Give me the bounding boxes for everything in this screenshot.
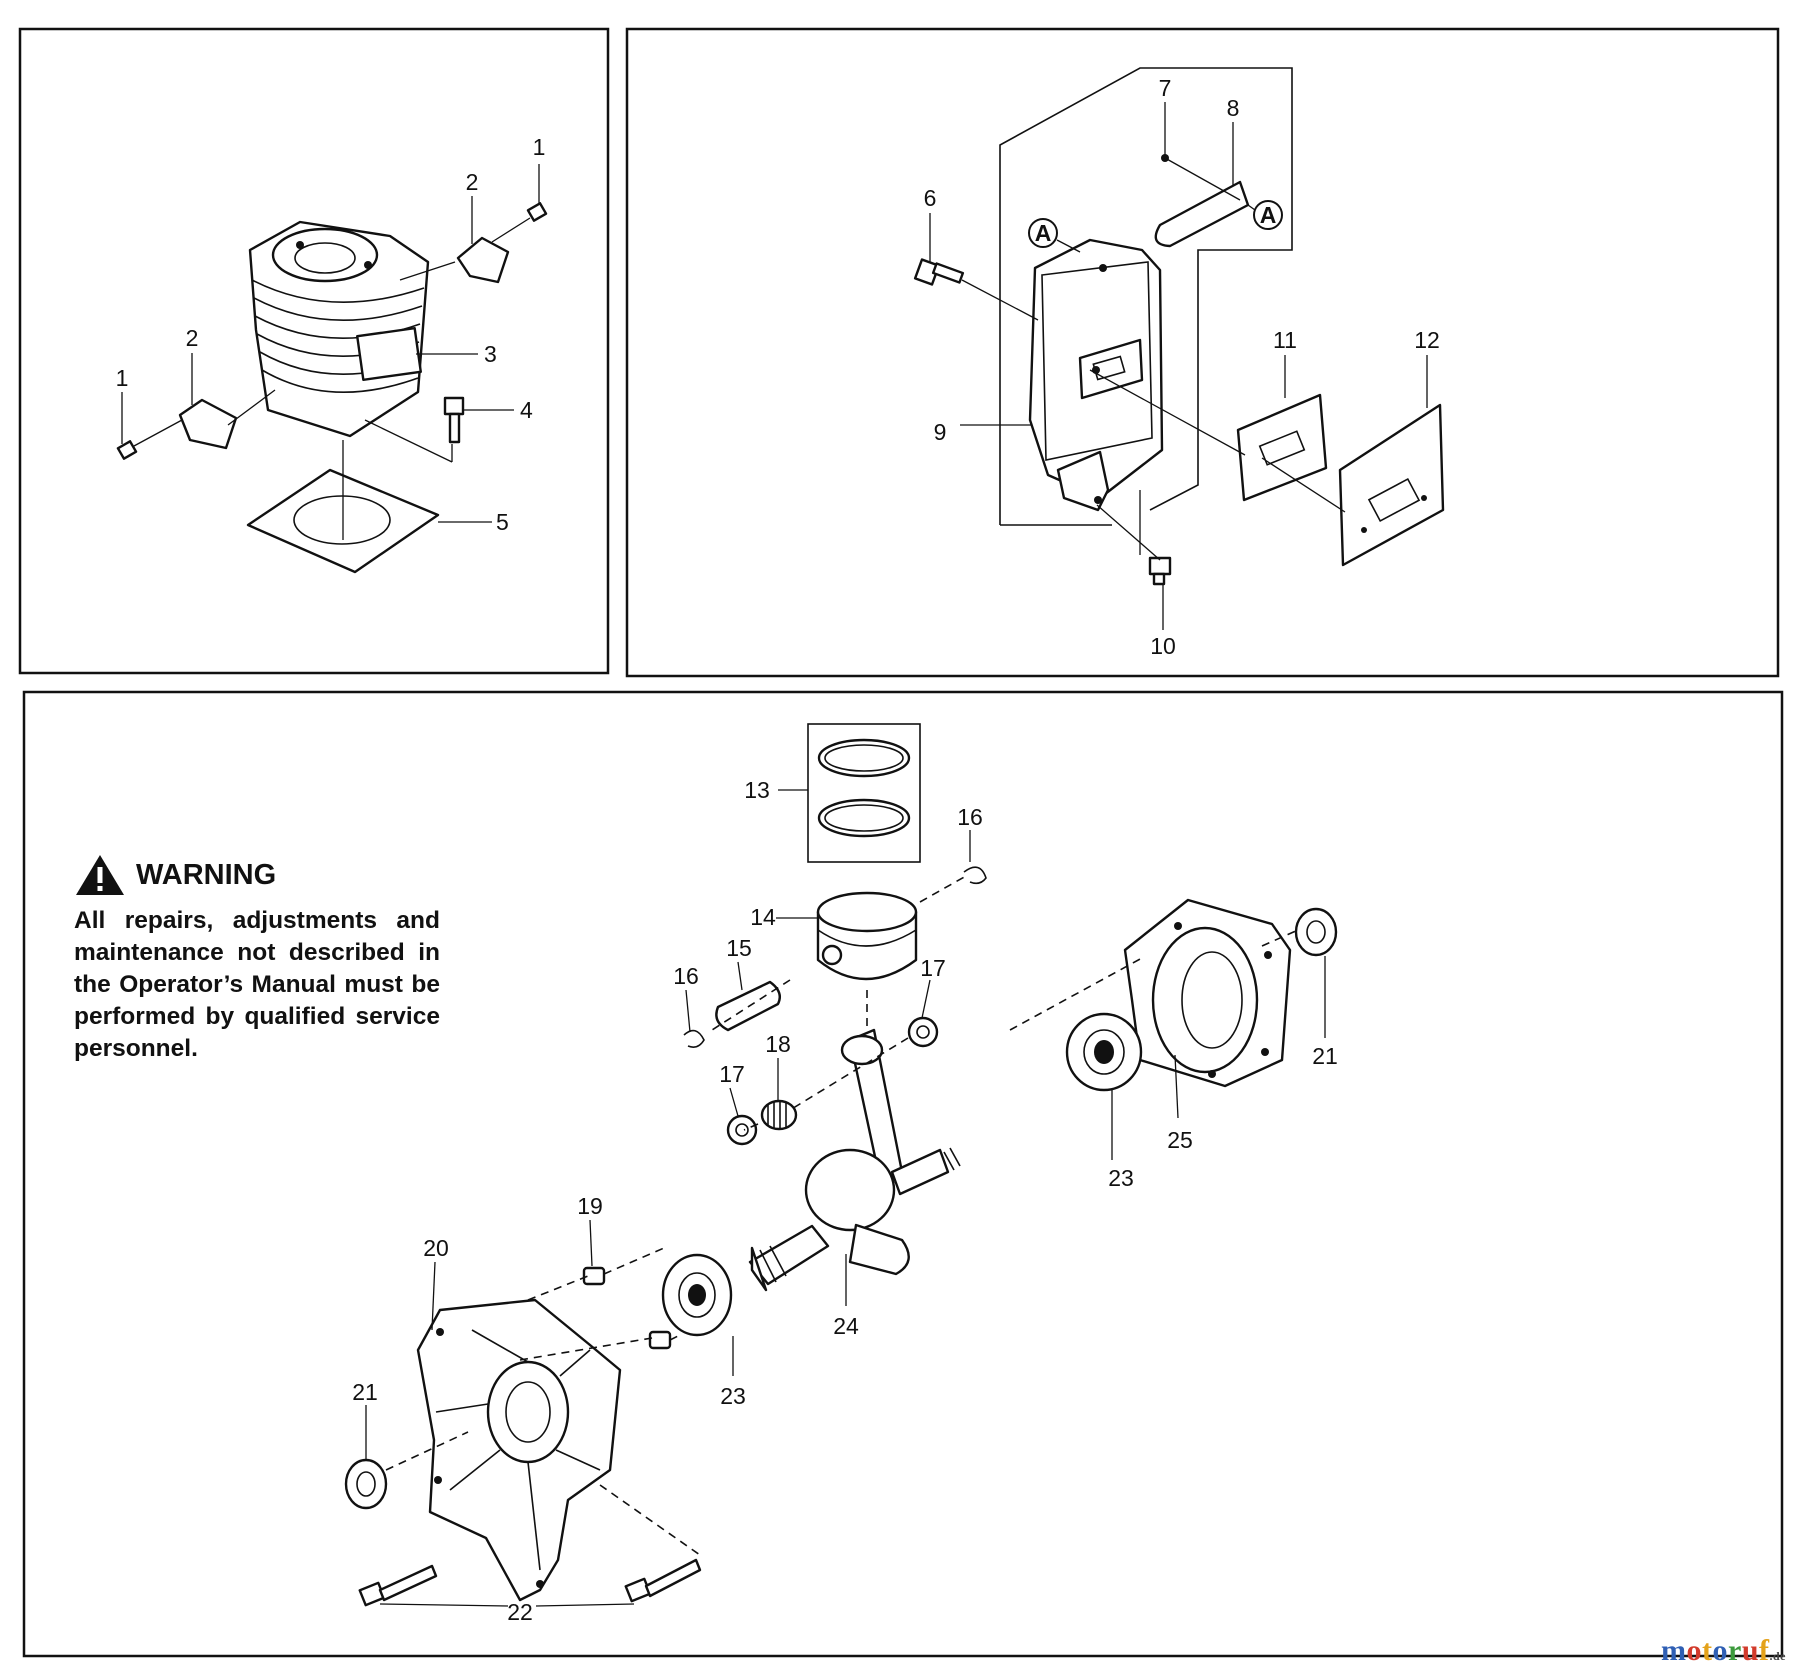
thrust-washer-right-part xyxy=(907,1016,939,1048)
reference-marker-a: A xyxy=(1253,200,1283,230)
warning-notice: WARNING All repairs, adjustments and mai… xyxy=(74,853,440,1065)
watermark-logo: motoruf.de xyxy=(1661,1634,1786,1668)
needle-bearing-part xyxy=(760,1099,798,1131)
callout-label: 2 xyxy=(466,169,479,195)
watermark-suffix: .de xyxy=(1769,1649,1786,1663)
piston-part xyxy=(816,891,918,981)
dowel-pin-part xyxy=(648,1330,672,1350)
muffler-gasket-part xyxy=(1236,393,1328,502)
callout-label: 23 xyxy=(1108,1165,1134,1191)
muffler-bolt-part xyxy=(913,258,965,286)
callout-label: 4 xyxy=(520,397,533,423)
callout-label: 25 xyxy=(1167,1127,1193,1153)
callout-label: 21 xyxy=(352,1379,378,1405)
callout-label: 16 xyxy=(957,804,983,830)
crankcase-screw-right-part xyxy=(624,1558,702,1603)
watermark-text: motoruf xyxy=(1661,1634,1770,1667)
callout-label: 3 xyxy=(484,341,497,367)
callout-label: 10 xyxy=(1150,633,1176,659)
watermark-letter: m xyxy=(1660,1634,1687,1667)
crankshaft-part xyxy=(748,1028,961,1292)
bolt-upper-part xyxy=(491,202,548,243)
cylinder-part xyxy=(248,220,430,438)
oil-seal-right-part xyxy=(1294,907,1338,957)
callout-label: 12 xyxy=(1414,327,1440,353)
callout-label: 17 xyxy=(920,955,946,981)
muffler-screw-part xyxy=(1148,556,1172,586)
piston-ring-part xyxy=(817,738,911,778)
callout-label: 7 xyxy=(1159,75,1172,101)
crankcase-right-half-part xyxy=(1123,898,1292,1088)
callout-label: 20 xyxy=(423,1235,449,1261)
callout-label: 19 xyxy=(577,1193,603,1219)
piston-rings-box xyxy=(807,723,921,863)
oil-seal-left-part xyxy=(344,1458,388,1510)
muffler-panel: A A 6 7 8 9 10 11 12 xyxy=(913,67,1445,659)
piston-ring-part xyxy=(817,798,911,838)
crankcase-screw-left-part xyxy=(358,1564,438,1607)
callout-label: 16 xyxy=(673,963,699,989)
callout-label: 11 xyxy=(1273,327,1297,353)
callout-label: 2 xyxy=(186,325,199,351)
callout-label: 21 xyxy=(1312,1043,1338,1069)
callout-label: 17 xyxy=(719,1061,745,1087)
marker-label: A xyxy=(1035,220,1052,246)
callout-label: 1 xyxy=(116,365,129,391)
marker-label: A xyxy=(1260,202,1277,228)
callout-label: 18 xyxy=(765,1031,791,1057)
warning-heading-row: WARNING xyxy=(74,853,440,897)
crankcase-panel: 13 14 15 16 16 17 17 18 19 20 21 21 22 2… xyxy=(344,723,1338,1625)
watermark-letter: u xyxy=(1741,1634,1759,1667)
callout-label: 13 xyxy=(744,777,770,803)
reference-marker-a: A xyxy=(1028,218,1058,248)
callout-label: 24 xyxy=(833,1313,859,1339)
callout-label: 8 xyxy=(1227,95,1240,121)
callout-label: 15 xyxy=(726,935,752,961)
watermark-letter: f xyxy=(1759,1634,1770,1667)
watermark-letter: o xyxy=(1712,1634,1728,1667)
callout-label: 22 xyxy=(507,1599,533,1625)
callout-label: 23 xyxy=(720,1383,746,1409)
cover-plate-lower-part xyxy=(178,398,238,450)
thrust-washer-left-part xyxy=(726,1114,758,1146)
warning-heading: WARNING xyxy=(136,858,277,891)
callout-label: 5 xyxy=(496,509,509,535)
circlip-right-part xyxy=(963,866,987,885)
circlip-left-part xyxy=(683,1029,705,1048)
cylinder-panel: 1 2 2 1 3 4 5 xyxy=(116,134,548,574)
callout-label: 6 xyxy=(924,185,937,211)
muffler-panel-frame xyxy=(625,27,1780,678)
warning-triangle-icon xyxy=(76,855,124,895)
muffler-bracket-plate-part xyxy=(1154,180,1250,248)
watermark-letter: o xyxy=(1686,1634,1702,1667)
ball-bearing-right-part xyxy=(1065,1012,1143,1092)
cylinder-panel-frame xyxy=(18,27,610,675)
cover-plate-upper-part xyxy=(456,236,510,284)
callout-label: 1 xyxy=(533,134,546,160)
watermark-letter: r xyxy=(1727,1634,1742,1667)
muffler-part xyxy=(1028,238,1164,512)
ball-bearing-left-part xyxy=(661,1253,733,1337)
bolt-lower-part xyxy=(116,419,183,460)
callout-label: 14 xyxy=(750,904,776,930)
cylinder-screw-part xyxy=(364,396,465,463)
callout-label: 9 xyxy=(934,419,947,445)
heat-shield-plate-part xyxy=(1338,403,1445,567)
dowel-pin-part xyxy=(582,1266,606,1286)
crankcase-left-half-part xyxy=(416,1298,622,1602)
crankcase-panel-frame xyxy=(22,690,1784,1658)
warning-text: All repairs, adjustments and maintenance… xyxy=(74,907,440,1062)
watermark-letter: t xyxy=(1701,1634,1713,1667)
